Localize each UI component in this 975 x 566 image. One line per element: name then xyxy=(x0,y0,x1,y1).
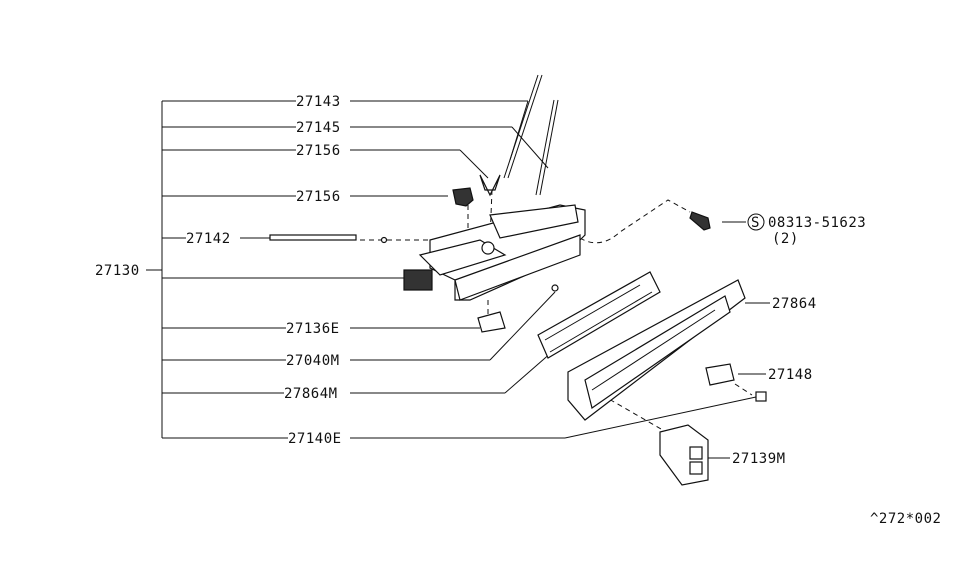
control-assembly-27130 xyxy=(403,204,586,333)
label-27130: 27130 xyxy=(95,263,140,279)
clip-27156-upper xyxy=(479,174,501,197)
label-screw-qty: (2) xyxy=(772,231,799,247)
label-27139M: 27139M xyxy=(732,451,786,467)
label-27136E: 27136E xyxy=(286,321,340,337)
leader-lines xyxy=(146,100,770,459)
label-27156-lower: 27156 xyxy=(296,189,341,205)
label-27140E: 27140E xyxy=(288,431,342,447)
bezel-27864 xyxy=(567,279,746,421)
rod-27142 xyxy=(269,234,388,244)
label-27864: 27864 xyxy=(772,296,817,312)
label-27156-upper: 27156 xyxy=(296,143,341,159)
label-27142: 27142 xyxy=(186,231,231,247)
label-screw-part-no: 08313-51623 xyxy=(768,215,866,231)
label-27145: 27145 xyxy=(296,120,341,136)
clip-27156-lower xyxy=(452,187,474,207)
label-27148: 27148 xyxy=(768,367,813,383)
knob-27148 xyxy=(705,363,767,402)
label-27040M: 27040M xyxy=(286,353,340,369)
switch-27139M xyxy=(659,424,709,486)
label-27864M: 27864M xyxy=(284,386,338,402)
control-cables xyxy=(503,74,559,196)
label-27143: 27143 xyxy=(296,94,341,110)
callout-labels: 27143 27145 27156 27156 27142 27130 2713… xyxy=(95,94,941,527)
figure-code: ^272*002 xyxy=(870,511,941,527)
screw-symbol: S xyxy=(751,215,760,231)
screw-08313-51623 xyxy=(689,211,765,231)
finisher-27864M xyxy=(537,271,661,359)
